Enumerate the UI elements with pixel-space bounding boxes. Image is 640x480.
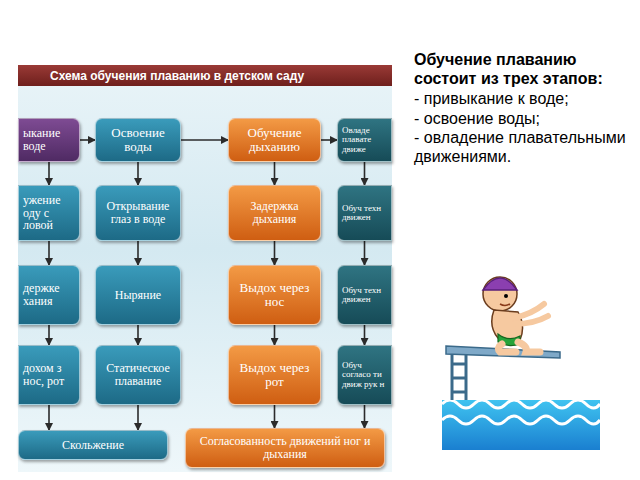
process-box: ужение оду с ловой: [18, 185, 80, 241]
process-box: Овладе плавате движе: [337, 118, 392, 162]
arrow-connector: [48, 405, 50, 430]
box-label: Согласованность движений ног и дыхания: [190, 435, 380, 460]
illustration-ground: [440, 262, 602, 452]
arrow-connector: [274, 162, 276, 185]
arrow-connector: [321, 139, 337, 141]
arrow-connector: [48, 162, 50, 185]
process-box: Обучение дыханию: [228, 118, 321, 162]
arrow-connector: [48, 241, 50, 265]
box-label: Выдох через рот: [233, 361, 316, 388]
box-label: Открывание глаз в воде: [100, 200, 176, 225]
arrow-connector: [80, 139, 95, 141]
process-box: Открывание глаз в воде: [95, 185, 181, 241]
arrow-connector: [137, 241, 139, 265]
box-label: Овладе плавате движе: [342, 126, 387, 154]
stage-item: - овладение плавательными движениями.: [414, 128, 636, 166]
process-box: ыкание воде: [18, 118, 80, 162]
arrow-connector: [274, 405, 276, 428]
process-box: Скольжение: [18, 430, 168, 460]
arrow-connector: [364, 325, 366, 345]
box-label: Обучение дыханию: [233, 126, 316, 153]
box-label: Статическое плавание: [100, 362, 176, 387]
process-box: Статическое плавание: [95, 345, 181, 405]
title-bar: Схема обучения плаванию в детском саду: [18, 65, 392, 86]
box-label: держке хания: [23, 282, 75, 307]
side-text: Обучение плаванию состоит из трех этапов…: [414, 50, 636, 166]
box-label: Ныряние: [115, 289, 161, 302]
arrow-connector: [274, 241, 276, 265]
process-box: Обуч техн движен: [337, 265, 392, 325]
process-box: Освоение воды: [95, 118, 181, 162]
ladder: [452, 352, 466, 400]
stage-item: - привыкание к воде;: [414, 89, 636, 108]
child-figure: [483, 277, 548, 352]
arrow-connector: [137, 405, 139, 430]
arrow-connector: [48, 325, 50, 345]
process-box: держке хания: [18, 265, 80, 325]
process-box: Выдох через рот: [228, 345, 321, 405]
process-box: Согласованность движений ног и дыхания: [185, 428, 385, 468]
process-box: Обуч техн движен: [337, 185, 392, 241]
box-label: Освоение воды: [100, 126, 176, 153]
stages-heading: Обучение плаванию состоит из трех этапов…: [414, 50, 636, 88]
arrow-connector: [137, 325, 139, 345]
water: [442, 400, 600, 450]
arrow-connector: [364, 241, 366, 265]
arrow-connector: [364, 162, 366, 185]
box-label: Обуч техн движен: [342, 204, 387, 223]
process-box: Ныряние: [95, 265, 181, 325]
diagram-title: Схема обучения плаванию в детском саду: [18, 69, 304, 83]
box-label: ужение оду с ловой: [23, 194, 75, 232]
box-label: Обуч техн движен: [342, 286, 387, 305]
box-label: Скольжение: [62, 439, 124, 452]
box-label: Задержка дыхания: [233, 200, 316, 225]
wave: [442, 416, 600, 424]
box-label: Выдох через нос: [233, 281, 316, 308]
arrow-connector: [274, 325, 276, 345]
process-box: дохом з нос, рот: [18, 345, 80, 405]
stage-item: - освоение воды;: [414, 109, 636, 128]
process-box: Выдох через нос: [228, 265, 321, 325]
box-label: ыкание воде: [23, 127, 75, 152]
box-label: дохом з нос, рот: [23, 362, 75, 387]
arrow-connector: [181, 139, 228, 141]
box-label: Обуч согласо ти движ рук н: [342, 361, 387, 389]
wave: [442, 400, 600, 408]
process-box: Задержка дыхания: [228, 185, 321, 241]
arrow-connector: [364, 405, 366, 428]
process-box: Обуч согласо ти движ рук н: [337, 345, 392, 405]
arrow-connector: [137, 162, 139, 185]
